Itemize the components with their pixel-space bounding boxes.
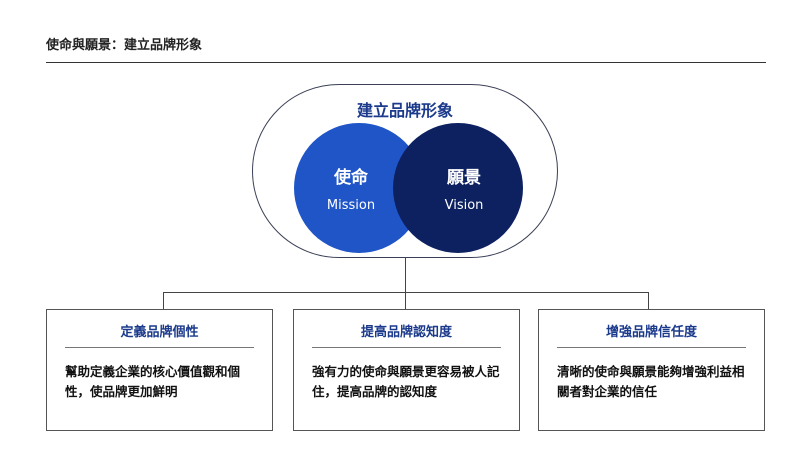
connector-bar xyxy=(163,292,649,293)
card-divider xyxy=(557,347,746,348)
card-body: 幫助定義企業的核心價值觀和個性，使品牌更加鮮明 xyxy=(65,364,241,399)
card-body: 清晰的使命與願景能夠增強利益相關者對企業的信任 xyxy=(557,364,745,399)
vision-circle: 願景 Vision xyxy=(393,123,523,253)
card-divider xyxy=(65,347,254,348)
card-brand-personality: 定義品牌個性 幫助定義企業的核心價值觀和個性，使品牌更加鮮明 xyxy=(46,309,273,431)
card-title: 定義品牌個性 xyxy=(120,325,199,340)
card-title: 提高品牌認知度 xyxy=(360,325,452,340)
vision-sublabel: Vision xyxy=(444,198,484,213)
page-title: 使命與願景：建立品牌形象 xyxy=(46,38,203,53)
card-brand-trust: 增強品牌信任度 清晰的使命與願景能夠增強利益相關者對企業的信任 xyxy=(538,309,765,431)
connector-left xyxy=(163,292,164,309)
card-body: 強有力的使命與願景更容易被人記住，提高品牌的認知度 xyxy=(312,364,500,399)
connector-stem xyxy=(405,258,406,293)
vision-label: 願景 xyxy=(447,168,481,188)
connector-middle xyxy=(405,292,406,309)
title-divider xyxy=(46,62,766,63)
card-brand-awareness: 提高品牌認知度 強有力的使命與願景更容易被人記住，提高品牌的認知度 xyxy=(293,309,520,431)
mission-label: 使命 xyxy=(334,168,368,188)
mission-sublabel: Mission xyxy=(326,198,376,213)
capsule-title: 建立品牌形象 xyxy=(356,101,453,120)
card-divider xyxy=(312,347,501,348)
connector-right xyxy=(648,292,649,309)
card-title: 增強品牌信任度 xyxy=(605,325,697,340)
